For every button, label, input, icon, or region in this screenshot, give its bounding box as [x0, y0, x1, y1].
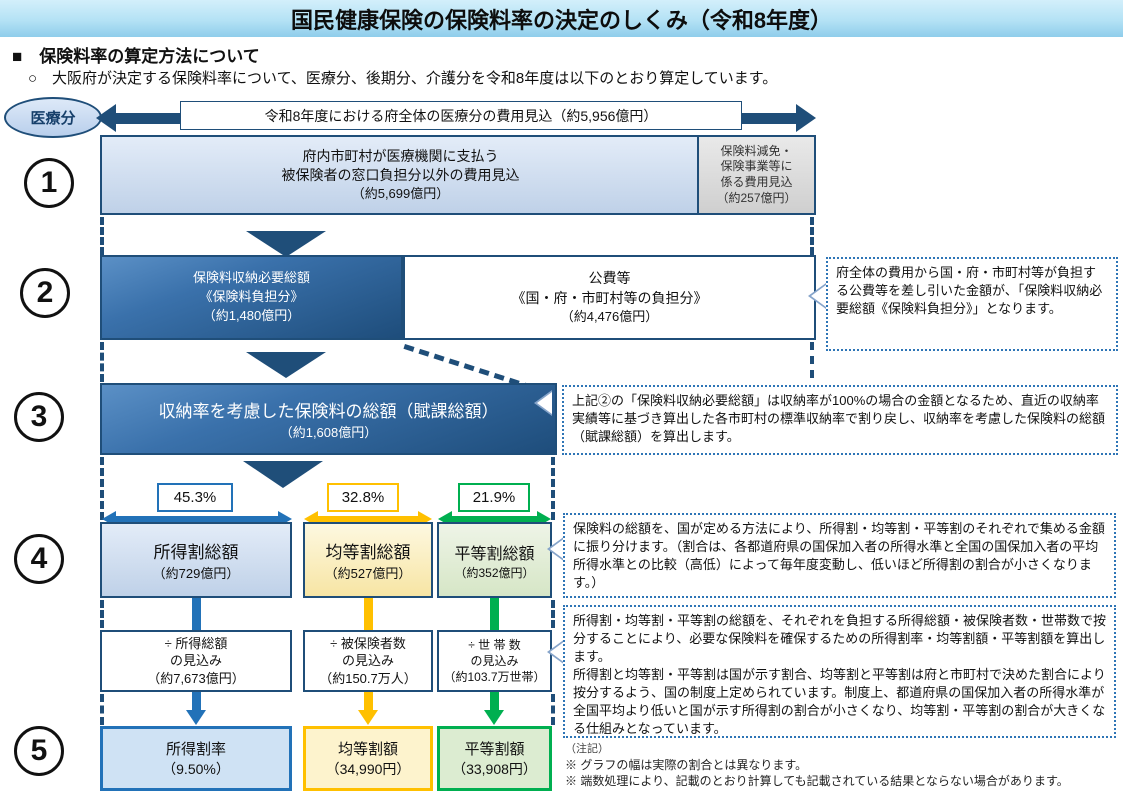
down-arrow-icon — [358, 710, 378, 725]
income-span-bar — [114, 516, 280, 522]
income-result-box: 所得割率 （9.50%） — [100, 726, 292, 791]
household-span-bar — [450, 516, 539, 522]
step2-callout: 府全体の費用から国・府・市町村等が負担する公費等を差し引いた金額が、「保険料収納… — [826, 257, 1118, 351]
step1-number: 1 — [24, 158, 74, 208]
top-band-label: 令和8年度における府全体の医療分の費用見込（約5,956億円） — [180, 101, 742, 130]
notes-heading: （注記） — [565, 743, 609, 755]
household-result-box: 平等割額 （33,908円） — [437, 726, 552, 791]
income-arrow-bar — [192, 692, 201, 711]
capita-result-box: 均等割額 （34,990円） — [303, 726, 433, 791]
income-percent-label: 45.3% — [157, 483, 233, 512]
left-arrowhead-icon — [96, 104, 116, 132]
income-total-box: 所得割総額 （約729億円） — [100, 522, 292, 598]
callout-pointer-icon — [550, 641, 565, 663]
capita-total-box: 均等割総額 （約527億円） — [303, 522, 433, 598]
callout-pointer-icon — [811, 285, 826, 307]
page-title: 国民健康保険の保険料率の決定のしくみ（令和8年度） — [290, 7, 833, 33]
step3-number: 3 — [14, 392, 64, 442]
section-body: ○ 大阪府が決定する保険料率について、医療分、後期分、介護分を令和8年度は以下の… — [28, 70, 778, 87]
callout-pointer-icon — [550, 538, 565, 560]
down-arrow-icon — [246, 352, 326, 378]
down-arrow-icon — [243, 461, 323, 488]
step3-callout: 上記②の「保険料収納必要総額」は収納率が100%の場合の金額となるため、直近の収… — [562, 385, 1118, 455]
dashed-guide — [551, 600, 555, 628]
capita-span-bar — [316, 516, 420, 522]
title-bar: 国民健康保険の保険料率の決定のしくみ（令和8年度） — [0, 0, 1123, 37]
down-arrow-icon — [484, 710, 504, 725]
right-arrowhead-icon — [796, 104, 816, 132]
dashed-guide — [100, 457, 104, 520]
capita-divisor-box: ÷ 被保険者数 の見込み （約150.7万人） — [303, 630, 433, 692]
step3-box: 収納率を考慮した保険料の総額（賦課総額） （約1,608億円） — [100, 383, 557, 455]
callout-pointer-icon — [537, 392, 552, 414]
step2-left-box: 保険料収納必要総額 《保険料負担分》 （約1,480億円） — [100, 255, 403, 340]
household-connector — [490, 598, 499, 630]
dashed-guide — [100, 600, 104, 628]
step1-box: 府内市町村が医療機関に支払う 被保険者の窓口負担分以外の費用見込 （約5,699… — [100, 135, 816, 215]
dashed-guide — [100, 342, 104, 382]
capita-arrow-bar — [364, 692, 373, 711]
capita-percent-label: 32.8% — [327, 483, 399, 512]
step4-number: 4 — [14, 534, 64, 584]
step1-text: 府内市町村が医療機関に支払う 被保険者の窓口負担分以外の費用見込 （約5,699… — [281, 148, 520, 202]
down-arrow-icon — [186, 710, 206, 725]
household-percent-label: 21.9% — [458, 483, 530, 512]
dashed-guide — [551, 694, 555, 725]
note-line: ※ グラフの幅は実際の割合とは異なります。 — [565, 757, 808, 772]
dashed-guide — [551, 457, 555, 520]
step2-right-box: 公費等 《国・府・市町村等の負担分》 （約4,476億円） — [403, 255, 816, 340]
dashed-guide — [810, 342, 814, 378]
step5-number: 5 — [14, 726, 64, 776]
dashed-guide — [100, 217, 104, 255]
down-arrow-icon — [246, 231, 326, 257]
step1-side-box: 保険料減免・ 保険事業等に 係る費用見込 （約257億円） — [697, 137, 814, 213]
income-divisor-box: ÷ 所得総額 の見込み （約7,673億円） — [100, 630, 292, 692]
step2-number: 2 — [20, 268, 70, 318]
dashed-guide — [810, 217, 814, 255]
income-connector — [192, 598, 201, 630]
household-total-box: 平等割総額 （約352億円） — [437, 522, 552, 598]
medical-badge: 医療分 — [4, 97, 102, 138]
capita-connector — [364, 598, 373, 630]
dashed-guide — [100, 694, 104, 725]
household-arrow-bar — [490, 692, 499, 711]
step4-callout: 保険料の総額を、国が定める方法により、所得割・均等割・平等割のそれぞれで集める金… — [563, 513, 1116, 598]
section-heading: ■ 保険料率の算定方法について — [12, 47, 260, 66]
household-divisor-box: ÷ 世 帯 数 の見込み （約103.7万世帯） — [437, 630, 552, 692]
step5-callout: 所得割・均等割・平等割の総額を、それぞれを負担する所得総額・被保険者数・世帯数で… — [563, 605, 1116, 738]
notes: （注記） ※ グラフの幅は実際の割合とは異なります。 ※ 端数処理により、記載の… — [565, 742, 1121, 789]
note-line: ※ 端数処理により、記載のとおり計算しても記載されている結果とならない場合があり… — [565, 774, 1069, 789]
